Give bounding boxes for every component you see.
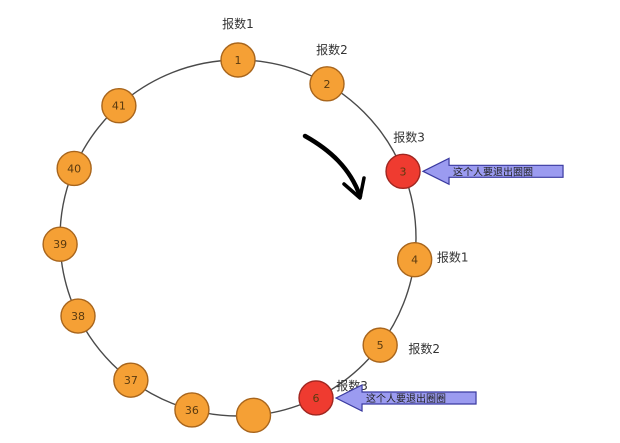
node-39: 39 xyxy=(42,226,78,262)
person-number: 38 xyxy=(71,310,85,323)
person-circle xyxy=(101,88,137,124)
person-number: 37 xyxy=(124,374,138,387)
callout-arrow xyxy=(334,384,477,412)
node-5: 5 报数2 xyxy=(362,327,440,363)
person-circle xyxy=(56,150,92,187)
person-circle xyxy=(220,42,256,78)
person-number: 41 xyxy=(112,100,126,113)
person-circle xyxy=(174,392,210,428)
node-41: 41 xyxy=(101,88,137,124)
callout-text: 这个人要退出圈圈 xyxy=(453,165,533,178)
callout-arrow xyxy=(421,157,564,186)
count-call-label: 报数2 xyxy=(408,341,440,356)
person-circle xyxy=(396,241,433,278)
person-number: 3 xyxy=(400,165,407,178)
node-3: 3 报数3 xyxy=(385,129,425,190)
person-number: 4 xyxy=(411,254,418,267)
person-number: 6 xyxy=(313,392,320,405)
counting-direction-arrowhead xyxy=(342,176,366,200)
person-number: 1 xyxy=(235,54,242,67)
person-circle xyxy=(113,362,149,398)
person-circle xyxy=(309,66,345,102)
count-call-label: 报数1 xyxy=(222,16,254,31)
person-circle xyxy=(235,397,272,434)
person-number: 36 xyxy=(185,404,199,417)
count-call-label: 报数2 xyxy=(316,42,348,57)
elimination-callout: 这个人要退出圈圈 xyxy=(334,384,477,412)
node-37: 37 xyxy=(113,362,149,398)
node-38: 38 xyxy=(60,298,96,334)
node-36: 36 xyxy=(174,392,210,428)
person-circle xyxy=(362,327,398,363)
person-number: 5 xyxy=(377,339,384,352)
person-circle xyxy=(60,298,96,334)
person-number: 2 xyxy=(324,78,331,91)
person-number: 39 xyxy=(53,238,67,251)
callout-text: 这个人要退出圈圈 xyxy=(366,392,446,405)
node-1: 1 报数1 xyxy=(220,16,256,78)
counting-direction-arrow xyxy=(302,133,363,199)
node-4: 4 报数1 xyxy=(396,241,469,278)
elimination-callout: 这个人要退出圈圈 xyxy=(421,157,564,186)
node-40: 40 xyxy=(56,150,92,187)
count-call-label: 报数3 xyxy=(393,129,425,144)
eliminated-person-circle xyxy=(298,380,334,416)
eliminated-person-circle xyxy=(385,153,421,190)
count-call-label: 报数1 xyxy=(437,250,469,265)
person-number: 40 xyxy=(67,162,81,175)
node-2: 2 报数2 xyxy=(309,42,348,102)
node-blank xyxy=(235,397,272,434)
person-circle xyxy=(42,226,78,262)
